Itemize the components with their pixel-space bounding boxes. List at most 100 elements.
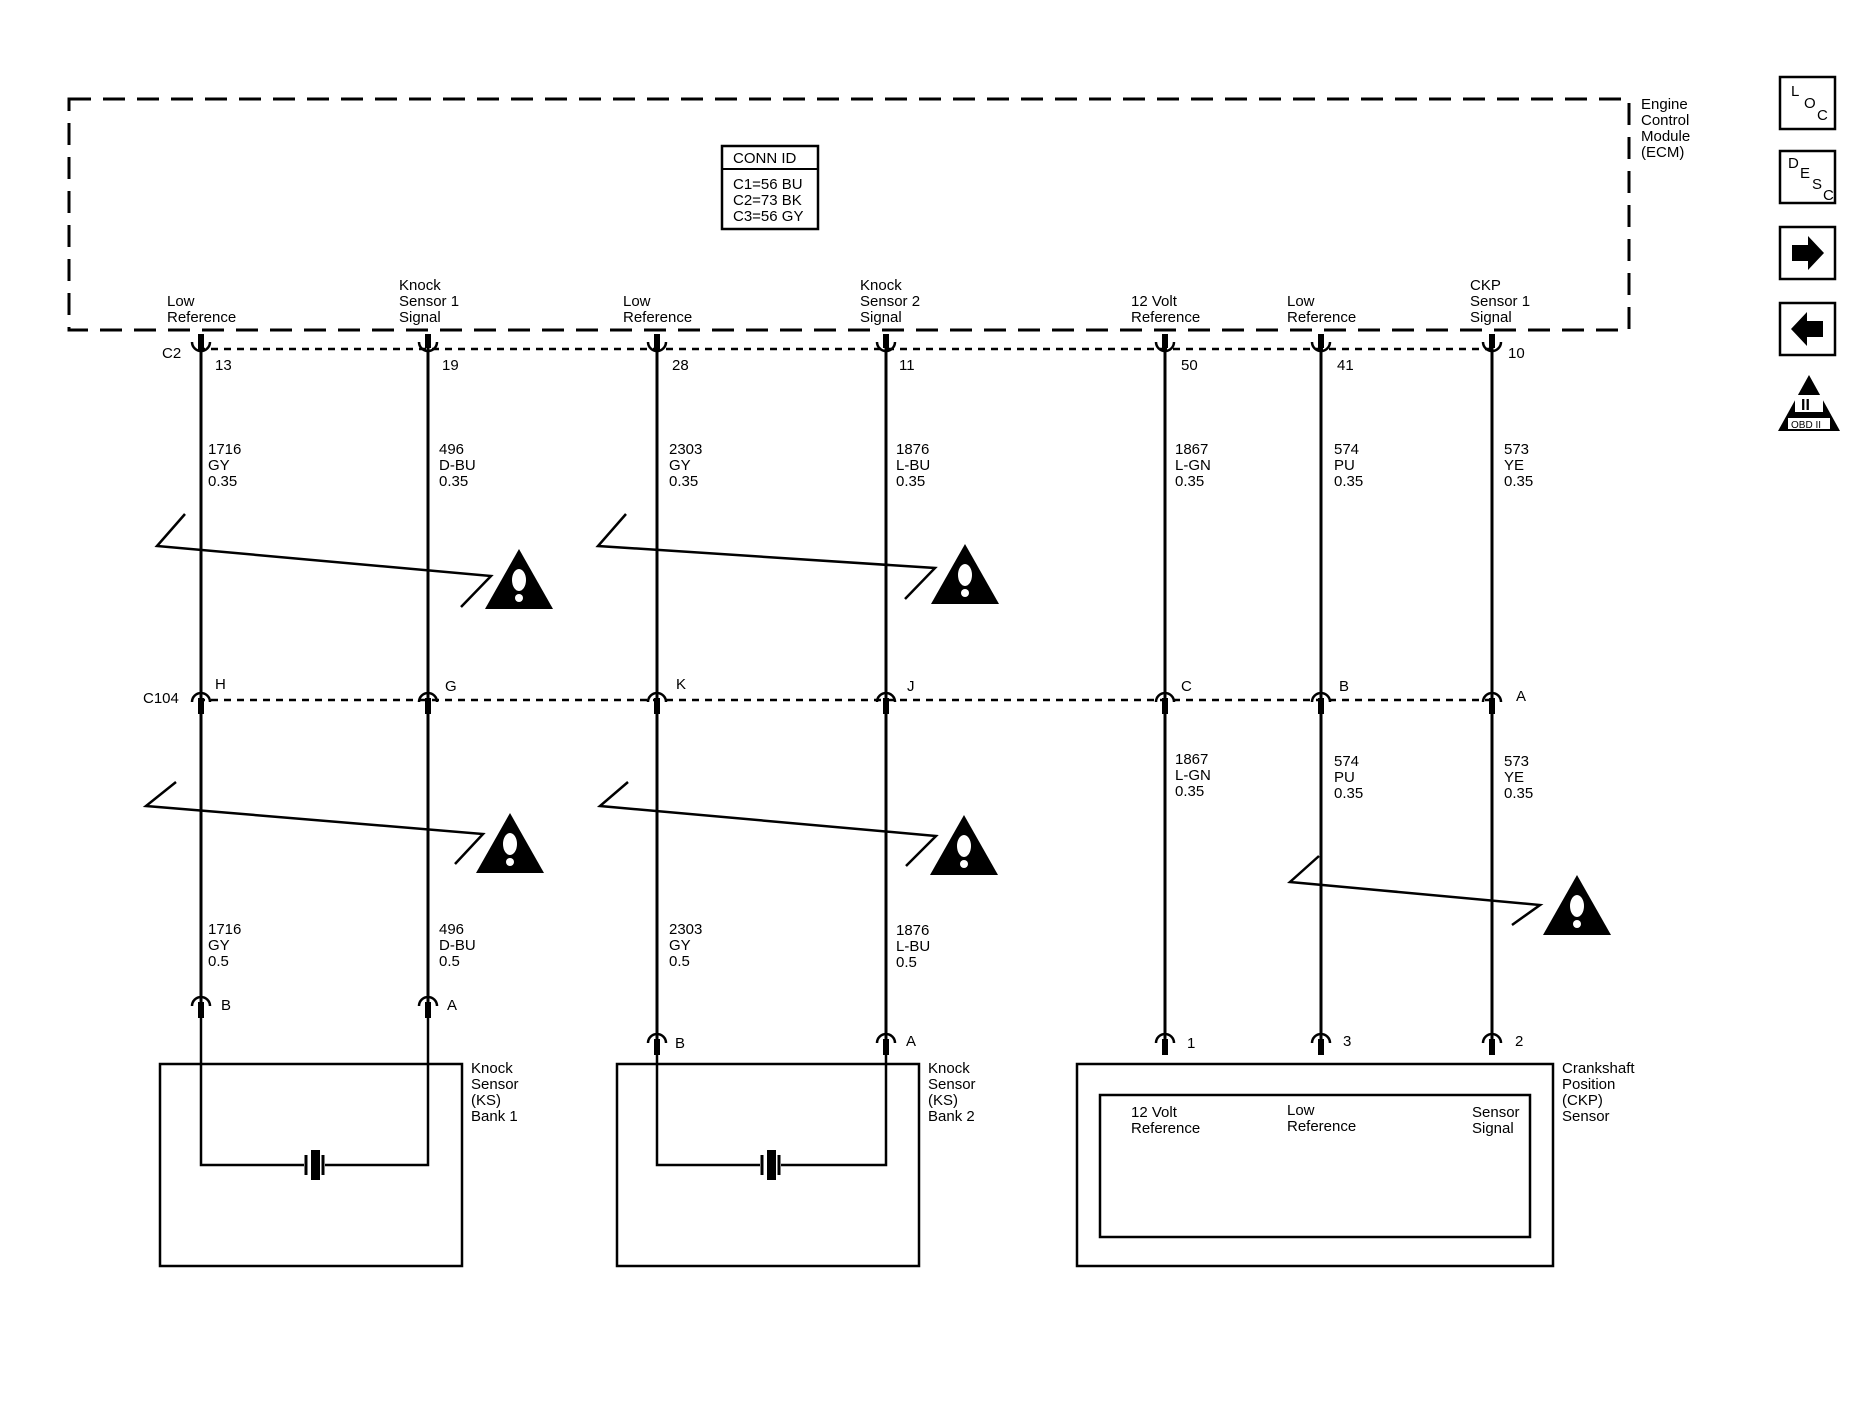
desc-button[interactable]: D E S C: [1778, 149, 1837, 205]
svg-text:0.35: 0.35: [208, 473, 237, 490]
c104-pin-terminal: [417, 691, 439, 703]
svg-text:A: A: [1516, 688, 1526, 705]
svg-text:574: 574: [1334, 441, 1359, 458]
component-pin-terminal-pin: [1489, 1039, 1495, 1055]
svg-text:1867: 1867: [1175, 751, 1208, 768]
c104-pin-terminal: [1481, 691, 1503, 703]
svg-text:GY: GY: [208, 457, 230, 474]
svg-text:573: 573: [1504, 441, 1529, 458]
prev-page-button[interactable]: [1778, 301, 1837, 357]
svg-text:Reference: Reference: [1287, 1118, 1356, 1135]
ecm-pin-terminal: [1310, 341, 1332, 353]
svg-text:Bank 2: Bank 2: [928, 1108, 975, 1125]
next-page-button[interactable]: [1778, 225, 1837, 281]
ecm-pin-terminal: [646, 341, 668, 353]
warning-icon: [931, 544, 999, 604]
conn-id-line: C1=56 BU: [733, 176, 803, 193]
conn-id-line: C3=56 GY: [733, 208, 803, 225]
c104-connector-label: C104: [143, 690, 179, 707]
svg-text:573: 573: [1504, 753, 1529, 770]
svg-text:Signal: Signal: [399, 309, 441, 326]
svg-text:S: S: [1812, 176, 1822, 193]
svg-text:Control: Control: [1641, 112, 1689, 129]
svg-text:Knock: Knock: [928, 1060, 970, 1077]
svg-text:0.35: 0.35: [1334, 473, 1363, 490]
svg-text:L-BU: L-BU: [896, 938, 930, 955]
svg-text:0.5: 0.5: [439, 953, 460, 970]
svg-text:574: 574: [1334, 753, 1359, 770]
svg-text:Module: Module: [1641, 128, 1690, 145]
ecm-boundary: [67, 97, 1631, 332]
svg-text:II: II: [1801, 397, 1810, 414]
svg-text:2303: 2303: [669, 441, 702, 458]
ecm-pin-terminal: [875, 341, 897, 353]
loc-button[interactable]: L O C: [1778, 75, 1837, 131]
conn-id-box: CONN ID C1=56 BU C2=73 BK C3=56 GY: [720, 144, 820, 231]
c104-pin-terminal: [1154, 691, 1176, 703]
ecm-pin-terminal: [417, 341, 439, 353]
svg-text:Sensor: Sensor: [1562, 1108, 1610, 1125]
svg-text:L-GN: L-GN: [1175, 767, 1211, 784]
svg-text:1716: 1716: [208, 921, 241, 938]
svg-text:D-BU: D-BU: [439, 457, 476, 474]
lower-wire-labels: 1867 L-GN 0.35 574 PU 0.35 573 YE 0.35 1…: [208, 751, 1533, 971]
svg-text:Reference: Reference: [623, 309, 692, 326]
ecm-pin-terminal-pin: [1489, 334, 1495, 348]
svg-text:0.35: 0.35: [669, 473, 698, 490]
svg-text:L-GN: L-GN: [1175, 457, 1211, 474]
svg-text:Bank 1: Bank 1: [471, 1108, 518, 1125]
svg-text:Low: Low: [167, 293, 195, 310]
svg-text:Low: Low: [1287, 293, 1315, 310]
c104-pin-letters: H G K J C B A: [215, 676, 1526, 705]
svg-text:L: L: [1791, 83, 1799, 100]
ecm-pin-terminal-pin: [654, 334, 660, 348]
svg-text:G: G: [445, 678, 457, 695]
svg-text:12 Volt: 12 Volt: [1131, 1104, 1178, 1121]
svg-text:50: 50: [1181, 357, 1198, 374]
svg-text:L-BU: L-BU: [896, 457, 930, 474]
svg-text:0.5: 0.5: [669, 953, 690, 970]
ecm-pin-terminal-pin: [1162, 334, 1168, 348]
svg-text:OBD II: OBD II: [1791, 420, 1821, 431]
component-pin-terminal: [1310, 1032, 1332, 1044]
svg-text:D: D: [1788, 155, 1799, 172]
svg-text:PU: PU: [1334, 457, 1355, 474]
svg-text:O: O: [1804, 95, 1816, 112]
warning-icon: [476, 813, 544, 873]
svg-text:GY: GY: [208, 937, 230, 954]
component-pin-terminal: [1481, 1032, 1503, 1044]
ks1-pin-a: A: [447, 997, 457, 1014]
svg-text:1876: 1876: [896, 922, 929, 939]
svg-text:0.35: 0.35: [1334, 785, 1363, 802]
svg-text:CKP: CKP: [1470, 277, 1501, 294]
knock-sensor-bank-1: B A Knock Sensor (KS) Bank 1: [158, 997, 519, 1268]
c104-pin-terminal: [646, 691, 668, 703]
svg-text:(CKP): (CKP): [1562, 1092, 1603, 1109]
svg-text:C: C: [1181, 678, 1192, 695]
svg-text:Sensor: Sensor: [471, 1076, 519, 1093]
svg-text:D-BU: D-BU: [439, 937, 476, 954]
svg-text:Knock: Knock: [860, 277, 902, 294]
ckp-pin-3: 3: [1343, 1033, 1351, 1050]
conn-id-title: CONN ID: [733, 150, 797, 167]
arrow-right-icon: [1792, 236, 1824, 270]
ckp-pin-1: 1: [1187, 1035, 1195, 1052]
ecm-pin-terminal-pin: [198, 334, 204, 348]
conn-id-line: C2=73 BK: [733, 192, 802, 209]
wire-group: [190, 334, 1503, 1055]
svg-text:Engine: Engine: [1641, 96, 1688, 113]
component-pin-terminal-pin: [1162, 1039, 1168, 1055]
svg-text:(ECM): (ECM): [1641, 144, 1684, 161]
ecm-pin-terminal-pin: [425, 334, 431, 348]
svg-text:H: H: [215, 676, 226, 693]
svg-text:Position: Position: [1562, 1076, 1615, 1093]
svg-text:Knock: Knock: [399, 277, 441, 294]
svg-text:Sensor: Sensor: [1472, 1104, 1520, 1121]
ks2-pin-b: B: [675, 1035, 685, 1052]
svg-text:J: J: [907, 678, 915, 695]
obd-ii-button[interactable]: II OBD II: [1778, 375, 1840, 431]
svg-text:Sensor 1: Sensor 1: [1470, 293, 1530, 310]
svg-text:Signal: Signal: [1470, 309, 1512, 326]
svg-text:Reference: Reference: [1131, 1120, 1200, 1137]
svg-text:0.35: 0.35: [439, 473, 468, 490]
